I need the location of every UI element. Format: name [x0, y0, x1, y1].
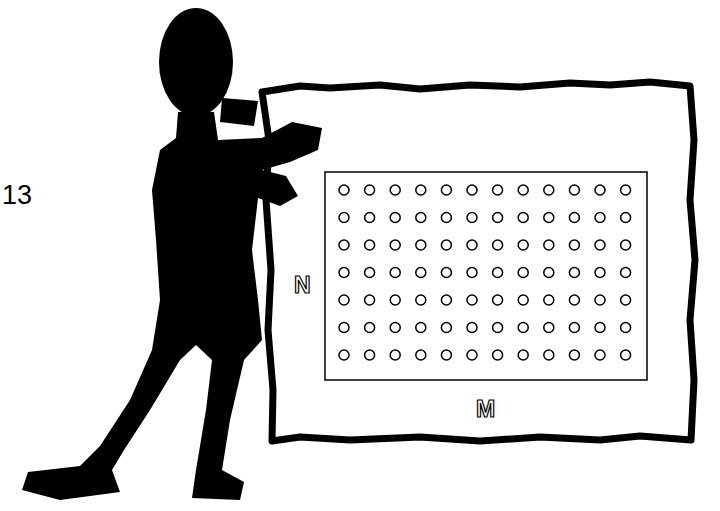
grid-dot: [621, 295, 631, 305]
grid-dot: [416, 185, 426, 195]
grid-dot: [365, 295, 375, 305]
callout-number: 13: [2, 182, 32, 209]
grid-dot: [441, 295, 451, 305]
grid-dot: [544, 323, 554, 333]
dot-grid: [339, 185, 631, 360]
grid-dot: [569, 295, 579, 305]
grid-dot: [493, 350, 503, 360]
grid-dot: [544, 213, 554, 223]
grid-dot: [493, 323, 503, 333]
grid-dot: [621, 240, 631, 250]
grid-dot: [569, 213, 579, 223]
grid-dot: [544, 240, 554, 250]
grid-dot: [493, 240, 503, 250]
grid-dot: [467, 323, 477, 333]
grid-dot: [416, 268, 426, 278]
grid-dot: [467, 240, 477, 250]
grid-dot: [441, 350, 451, 360]
grid-dot: [390, 240, 400, 250]
grid-dot: [595, 213, 605, 223]
grid-dot: [518, 350, 528, 360]
grid-dot: [441, 213, 451, 223]
grid-dot: [365, 240, 375, 250]
grid-dot: [621, 185, 631, 195]
figure-silhouette: [22, 8, 322, 500]
grid-dot: [569, 185, 579, 195]
grid-dot: [441, 268, 451, 278]
grid-dot: [365, 213, 375, 223]
grid-dot: [493, 268, 503, 278]
grid-dot: [339, 185, 349, 195]
grid-dot: [339, 350, 349, 360]
grid-dot: [416, 323, 426, 333]
grid-dot: [467, 295, 477, 305]
grid-dot: [518, 185, 528, 195]
grid-dot: [493, 295, 503, 305]
grid-dot: [467, 213, 477, 223]
grid-dot: [339, 240, 349, 250]
grid-dot: [390, 185, 400, 195]
grid-dot: [339, 323, 349, 333]
grid-dot: [569, 268, 579, 278]
grid-dot: [621, 213, 631, 223]
grid-dot: [595, 185, 605, 195]
grid-dot: [390, 323, 400, 333]
axis-letter: M: [476, 398, 495, 421]
grid-dot: [390, 295, 400, 305]
grid-dot: [365, 350, 375, 360]
grid-dot: [467, 185, 477, 195]
grid-dot: [518, 213, 528, 223]
grid-dot: [365, 323, 375, 333]
grid-dot: [544, 295, 554, 305]
grid-dot: [365, 185, 375, 195]
grid-dot: [493, 185, 503, 195]
grid-dot: [569, 240, 579, 250]
grid-dot: [441, 240, 451, 250]
grid-dot: [467, 268, 477, 278]
grid-dot: [416, 295, 426, 305]
grid-dot: [544, 185, 554, 195]
board-outline: [262, 82, 695, 441]
grid-frame: [325, 172, 647, 380]
grid-dot: [569, 350, 579, 360]
grid-dot: [544, 268, 554, 278]
grid-dot: [621, 350, 631, 360]
grid-dot: [416, 213, 426, 223]
grid-dot: [416, 240, 426, 250]
grid-dot: [416, 350, 426, 360]
grid-dot: [339, 295, 349, 305]
grid-dot: [569, 323, 579, 333]
grid-dot: [518, 323, 528, 333]
grid-dot: [493, 213, 503, 223]
grid-dot: [518, 240, 528, 250]
grid-dot: [390, 268, 400, 278]
grid-dot: [339, 213, 349, 223]
grid-dot: [390, 350, 400, 360]
axis-letter: N: [294, 274, 311, 297]
grid-dot: [390, 213, 400, 223]
grid-dot: [621, 268, 631, 278]
grid-dot: [518, 268, 528, 278]
grid-dot: [467, 350, 477, 360]
grid-dot: [544, 350, 554, 360]
grid-dot: [441, 185, 451, 195]
grid-dot: [518, 295, 528, 305]
grid-dot: [365, 268, 375, 278]
grid-dot: [339, 268, 349, 278]
grid-dot: [595, 240, 605, 250]
grid-dot: [595, 295, 605, 305]
grid-dot: [621, 323, 631, 333]
grid-dot: [441, 323, 451, 333]
grid-dot: [595, 323, 605, 333]
grid-dot: [595, 268, 605, 278]
grid-dot: [595, 350, 605, 360]
